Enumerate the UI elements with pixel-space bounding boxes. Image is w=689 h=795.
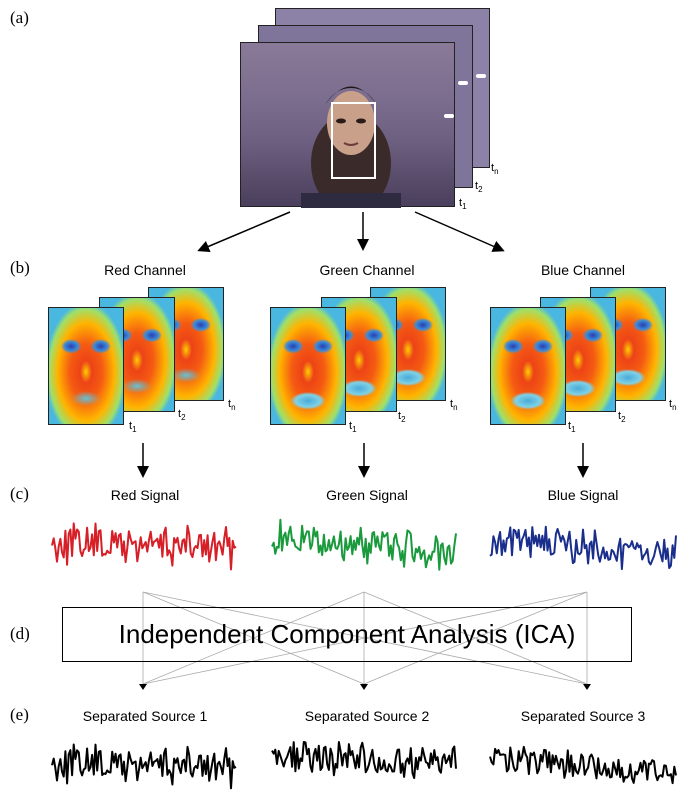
light-reflection xyxy=(444,114,454,118)
frame-label-t2: t2 xyxy=(475,180,483,195)
source-2-waveform xyxy=(271,741,457,780)
panel-label-b: (b) xyxy=(10,258,30,277)
green-channel-title: Green Channel xyxy=(319,262,415,278)
red-channel-title: Red Channel xyxy=(104,262,186,278)
light-reflection xyxy=(476,74,486,78)
arrow-head-source-3 xyxy=(583,684,591,690)
blue-heatmap-t1 xyxy=(490,307,566,425)
blue-channel-title: Blue Channel xyxy=(540,262,626,278)
red-signal-waveform xyxy=(51,522,237,571)
panel-label-c: (c) xyxy=(10,484,29,503)
frame-label-t1: t1 xyxy=(459,197,467,212)
red-heatmap-t1 xyxy=(48,307,124,425)
blue-label-t1: t1 xyxy=(568,420,576,435)
green-label-t1: t1 xyxy=(349,420,357,435)
ica-label: Independent Component Analysis (ICA) xyxy=(118,619,576,649)
red-signal-title: Red Signal xyxy=(110,487,180,503)
green-heatmap-t1 xyxy=(270,307,346,425)
blue-signal-waveform xyxy=(489,525,677,571)
green-label-t2: t2 xyxy=(398,410,406,425)
source-1-title: Separated Source 1 xyxy=(82,708,208,724)
arrow-head-source-2 xyxy=(360,684,368,690)
green-signal-title: Green Signal xyxy=(326,487,408,503)
blue-signal-title: Blue Signal xyxy=(547,487,619,503)
panel-label-a: (a) xyxy=(10,8,29,27)
blue-label-t2: t2 xyxy=(618,410,626,425)
arrow-to-red-channel xyxy=(197,211,291,253)
arrow-to-blue-channel xyxy=(414,211,505,252)
blue-label-tn: tn xyxy=(669,398,677,413)
panel-label-e: (e) xyxy=(10,705,29,724)
red-label-t1: t1 xyxy=(129,420,137,435)
green-signal-waveform xyxy=(271,518,457,571)
light-reflection xyxy=(458,81,468,85)
source-3-title: Separated Source 3 xyxy=(520,708,646,724)
panel-label-d: (d) xyxy=(10,624,30,643)
red-label-t2: t2 xyxy=(178,408,186,423)
red-label-tn: tn xyxy=(228,398,236,413)
face-roi-box xyxy=(331,102,376,179)
green-label-tn: tn xyxy=(450,398,458,413)
source-1-waveform xyxy=(51,743,237,790)
source-3-waveform xyxy=(489,745,677,785)
ica-box: Independent Component Analysis (ICA) xyxy=(62,607,632,662)
frame-label-tn: tn xyxy=(491,162,499,177)
arrow-head-source-1 xyxy=(139,684,147,690)
source-2-title: Separated Source 2 xyxy=(304,708,430,724)
